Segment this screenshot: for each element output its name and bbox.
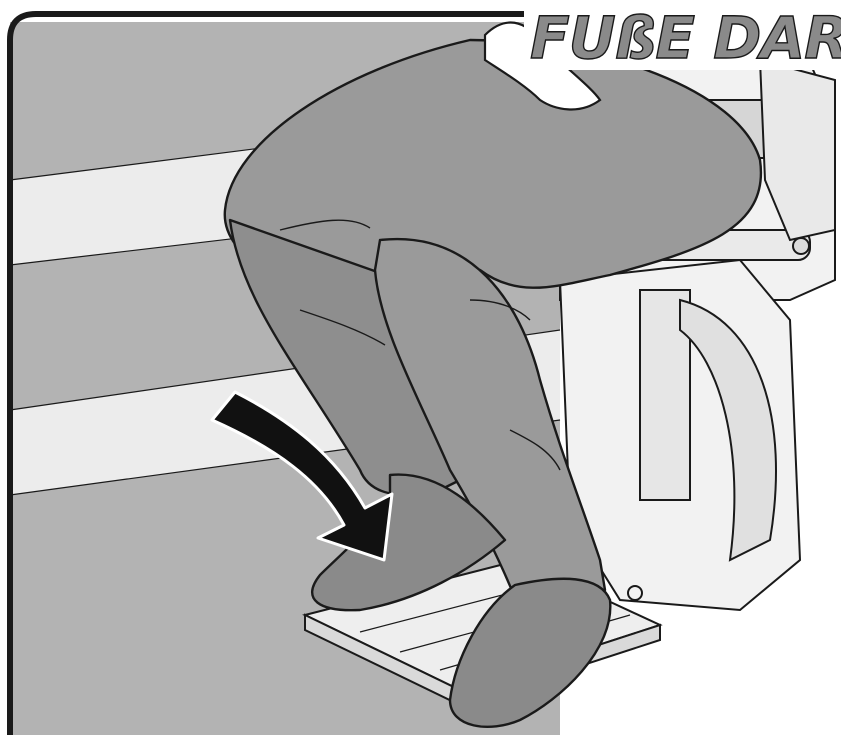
armrest-knob	[793, 238, 809, 254]
page-title: FUßE DAR	[524, 6, 841, 70]
